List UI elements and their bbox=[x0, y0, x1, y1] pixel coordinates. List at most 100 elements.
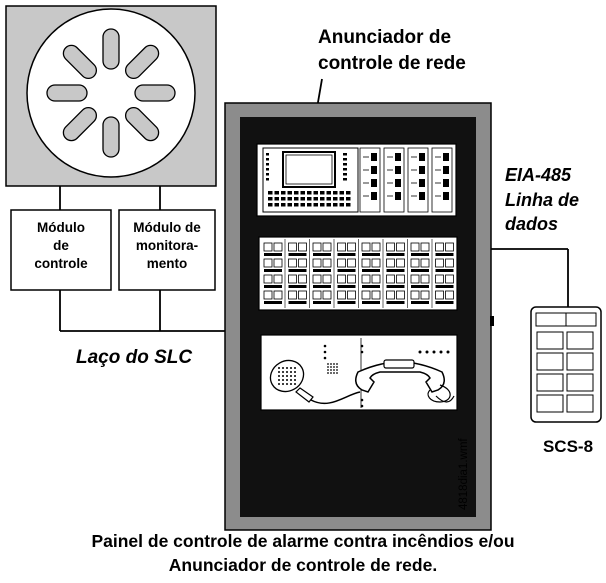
keypad-key bbox=[326, 197, 331, 201]
monitor-module-label-1: Módulo de bbox=[133, 220, 201, 235]
keypad-key bbox=[274, 203, 279, 207]
indicator bbox=[266, 173, 269, 176]
monitor-module-label-2: monitora- bbox=[136, 238, 198, 253]
switch bbox=[443, 192, 449, 200]
led-indicator bbox=[322, 274, 332, 284]
led-label-strip bbox=[337, 301, 356, 304]
scs8-switch bbox=[566, 352, 594, 371]
led-label-strip bbox=[435, 269, 454, 272]
led-indicator bbox=[361, 242, 371, 252]
indicator bbox=[266, 163, 269, 166]
keypad-key bbox=[281, 191, 286, 195]
led-label-strip bbox=[386, 285, 405, 288]
led-indicator bbox=[337, 290, 346, 300]
led-indicator bbox=[312, 258, 322, 268]
switch bbox=[395, 192, 401, 200]
led-indicator bbox=[273, 274, 283, 284]
control-module-label-3: controle bbox=[34, 256, 88, 271]
led-indicator bbox=[312, 274, 322, 284]
led-label-strip bbox=[386, 301, 405, 304]
led-label-strip bbox=[337, 269, 356, 272]
led-indicator bbox=[288, 258, 297, 268]
led-indicator bbox=[337, 258, 346, 268]
keypad-key bbox=[294, 197, 299, 201]
keypad-key bbox=[294, 203, 299, 207]
control-module-label-1: Módulo bbox=[37, 220, 85, 235]
led-indicator bbox=[337, 274, 346, 284]
caption-line-1: Painel de controle de alarme contra incê… bbox=[91, 531, 514, 551]
speaker-slot bbox=[102, 116, 120, 158]
led-label-strip bbox=[362, 269, 380, 272]
led-label-strip bbox=[264, 253, 282, 256]
led-indicator bbox=[435, 290, 444, 300]
speaker-slot bbox=[102, 28, 120, 70]
led-label-strip bbox=[313, 285, 331, 288]
led-label-strip bbox=[264, 269, 282, 272]
led-indicator bbox=[312, 242, 322, 252]
led-indicator bbox=[298, 258, 307, 268]
keypad-key bbox=[281, 197, 286, 201]
led-indicator bbox=[288, 242, 297, 252]
voice-telephone-panel bbox=[260, 334, 458, 411]
led-indicator bbox=[298, 274, 307, 284]
monitor-module-label-3: mento bbox=[147, 256, 188, 271]
scs8-device bbox=[530, 306, 602, 423]
led-label-strip bbox=[313, 269, 331, 272]
led-indicator bbox=[396, 274, 405, 284]
led-indicator bbox=[361, 290, 371, 300]
indicator bbox=[343, 168, 347, 171]
led-indicator bbox=[410, 242, 420, 252]
led-label-strip bbox=[411, 269, 429, 272]
indicator bbox=[343, 173, 347, 176]
led-indicator bbox=[273, 242, 283, 252]
control-module: Módulo de controle bbox=[10, 209, 112, 291]
keypad-key bbox=[287, 203, 292, 207]
led-indicator bbox=[435, 258, 444, 268]
indicator bbox=[266, 168, 269, 171]
keypad-key bbox=[346, 197, 351, 201]
led-label-strip bbox=[411, 253, 429, 256]
led-indicator bbox=[347, 242, 356, 252]
speaker-slot bbox=[124, 44, 160, 80]
switch bbox=[443, 166, 449, 174]
led-label-strip bbox=[288, 285, 307, 288]
led-indicator bbox=[396, 258, 405, 268]
keypad-key bbox=[268, 191, 273, 195]
keypad-key bbox=[300, 203, 305, 207]
led-indicator bbox=[420, 258, 430, 268]
led-indicator bbox=[386, 258, 395, 268]
switch bbox=[371, 153, 377, 161]
keypad-key bbox=[307, 203, 312, 207]
scs8-switch bbox=[566, 394, 594, 413]
indicator bbox=[343, 178, 347, 181]
indicator bbox=[343, 163, 347, 166]
keypad-key bbox=[339, 203, 344, 207]
speaker-slot bbox=[134, 84, 176, 102]
keypad-key bbox=[346, 203, 351, 207]
telephone-handset-icon bbox=[355, 359, 455, 403]
led-indicator bbox=[435, 274, 444, 284]
keypad-key bbox=[326, 203, 331, 207]
keypad-key bbox=[268, 197, 273, 201]
led-indicator bbox=[386, 290, 395, 300]
led-indicator bbox=[420, 242, 430, 252]
keypad-key bbox=[333, 197, 338, 201]
slc-wiring bbox=[59, 186, 232, 332]
eia485-label-2: Linha de bbox=[505, 190, 579, 210]
led-label-strip bbox=[313, 253, 331, 256]
speaker-slot bbox=[62, 106, 98, 142]
led-label-strip bbox=[386, 253, 405, 256]
led-indicator bbox=[322, 258, 332, 268]
led-indicator bbox=[445, 242, 454, 252]
indicator bbox=[266, 178, 269, 181]
annunciator-label-2: controle de rede bbox=[318, 53, 466, 74]
keypad-key bbox=[320, 191, 325, 195]
switch bbox=[419, 179, 425, 187]
network-annunciator-panel bbox=[256, 143, 457, 217]
keypad-key bbox=[268, 203, 273, 207]
switch bbox=[371, 192, 377, 200]
monitor-module: Módulo de monitora- mento bbox=[118, 209, 216, 291]
led-indicator bbox=[322, 242, 332, 252]
switch bbox=[395, 179, 401, 187]
